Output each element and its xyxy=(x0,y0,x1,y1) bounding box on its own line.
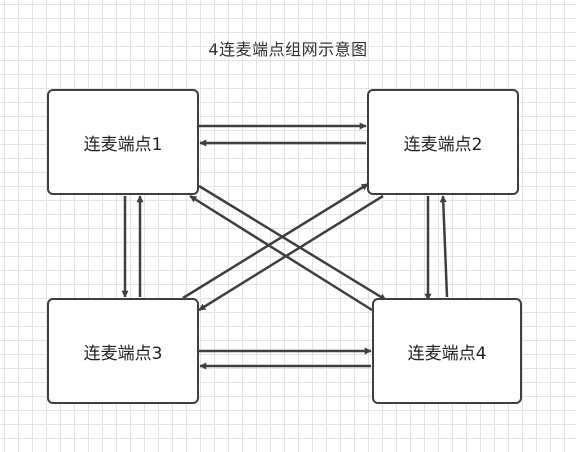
node-endpoint-2[interactable]: 连麦端点2 xyxy=(367,89,519,195)
node-label: 连麦端点2 xyxy=(403,134,483,155)
edge-4-to-1 xyxy=(189,194,373,312)
node-endpoint-3[interactable]: 连麦端点3 xyxy=(47,298,199,404)
node-label: 连麦端点3 xyxy=(83,343,163,364)
node-endpoint-4[interactable]: 连麦端点4 xyxy=(372,298,522,404)
edge-4-to-2 xyxy=(439,195,449,298)
edge-3-to-2 xyxy=(182,182,369,300)
edge-1-to-4 xyxy=(198,184,387,302)
node-label: 连麦端点4 xyxy=(407,343,487,364)
node-endpoint-1[interactable]: 连麦端点1 xyxy=(47,89,199,195)
edge-2-to-3 xyxy=(198,194,384,312)
node-label: 连麦端点1 xyxy=(83,134,163,155)
diagram-title: 4连麦端点组网示意图 xyxy=(208,40,368,59)
